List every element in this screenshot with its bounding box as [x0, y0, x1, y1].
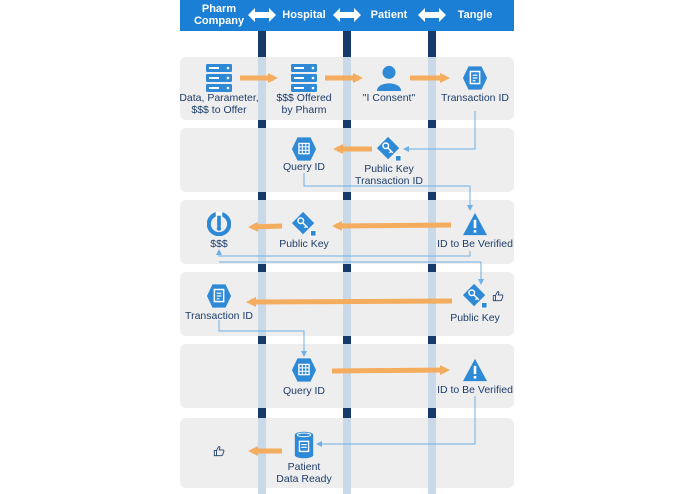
node-label-line: Transaction ID [355, 175, 423, 187]
connector-line [216, 249, 471, 257]
node-label-line: ID to Be Verified [437, 384, 513, 396]
lane-header-line: Pharm [201, 3, 237, 15]
flow-arrow [331, 365, 450, 376]
node-label: ID to Be Verified [437, 384, 513, 396]
node-label-line: Query ID [282, 161, 326, 173]
lane-swap-arrow-icon [418, 8, 446, 22]
connector-line [303, 173, 473, 211]
patient-data-icon [294, 431, 314, 459]
flow-arrow [246, 296, 453, 307]
server-icon [291, 64, 317, 92]
node-label: Data, Parameter,$$$ to Offer [179, 92, 258, 116]
node-label-line: ID to Be Verified [437, 238, 513, 250]
connector-line [316, 396, 476, 447]
lane-header-3: Tangle [458, 9, 493, 21]
node-label-line: Public Key [279, 238, 329, 250]
flow-arrow [332, 220, 452, 231]
lane-header-2: Patient [371, 9, 408, 21]
node-label-line: Data, Parameter, [179, 92, 259, 104]
node-label-line: Patient [287, 461, 321, 473]
node-label-line: Transaction ID [441, 92, 509, 104]
node-label: "I Consent" [363, 92, 415, 104]
node-label: Query ID [283, 161, 325, 173]
node-label-line: Public Key [450, 312, 500, 324]
node-label: Transaction ID [185, 310, 253, 322]
lane-header-line: Company [193, 15, 245, 27]
node-label-line: $$$ Offered [276, 92, 332, 104]
node-label: $$$ [210, 238, 228, 250]
node-label-line: Query ID [282, 385, 326, 397]
node-label-line: Public Key [364, 163, 414, 175]
node-label: Public Key [279, 238, 329, 250]
server-icon [206, 64, 232, 92]
node-label-line: "I Consent" [362, 92, 416, 104]
node-label-line: by Pharm [281, 104, 327, 116]
node-label-line: $$$ [210, 238, 228, 250]
lane-swap-arrow-icon [333, 8, 361, 22]
connector-line [403, 111, 476, 152]
node-label-line: Transaction ID [185, 310, 253, 322]
node-label: Transaction ID [441, 92, 509, 104]
flow-arrow [248, 221, 283, 232]
lane-header-line: Hospital [282, 9, 326, 21]
lane-swap-arrow-icon [248, 8, 276, 22]
node-label-line: $$$ to Offer [191, 104, 247, 116]
lane-header-line: Patient [370, 9, 408, 21]
node-label-line: Data Ready [276, 473, 332, 485]
node-label: Query ID [283, 385, 325, 397]
node-label: ID to Be Verified [437, 238, 513, 250]
node-label: Public Key [450, 312, 500, 324]
lane-header-1: Hospital [282, 9, 325, 21]
connector-line [218, 320, 307, 357]
lane-header-line: Tangle [457, 9, 493, 21]
